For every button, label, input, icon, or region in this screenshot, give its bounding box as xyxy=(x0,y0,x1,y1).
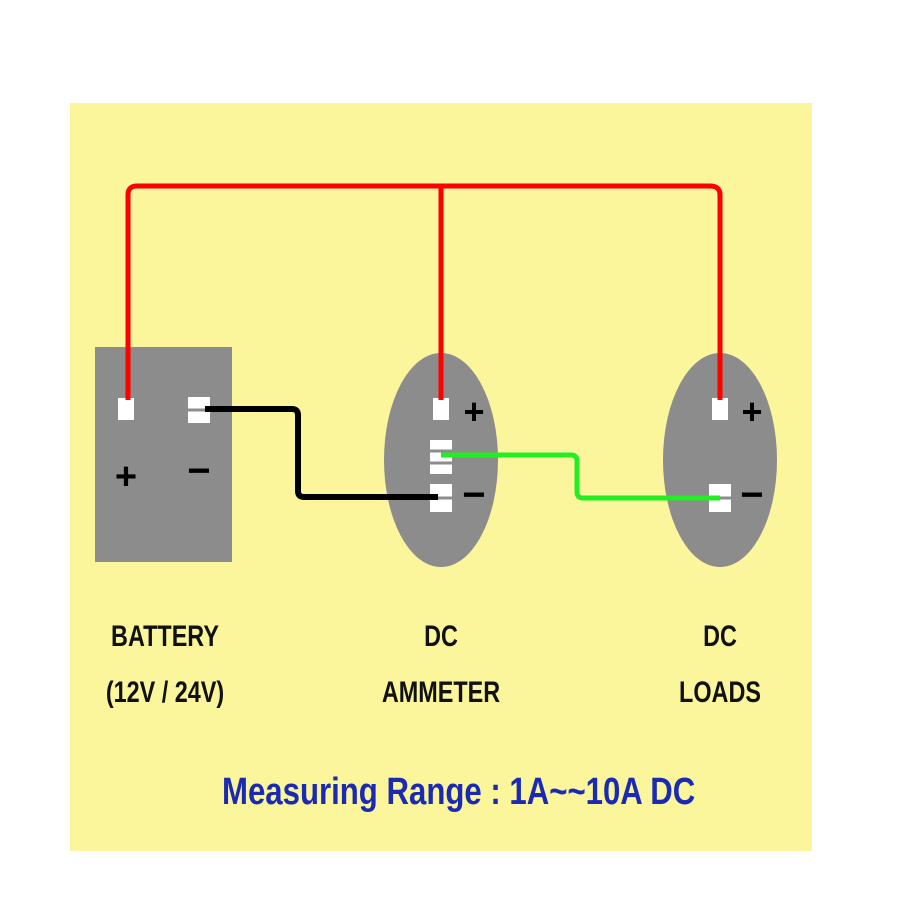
load-wire xyxy=(441,452,720,501)
ammeter-label-line1: DC xyxy=(424,620,458,653)
ammeter-label-line2: AMMETER xyxy=(381,676,501,709)
loads-label-line2: LOADS xyxy=(679,676,761,709)
loads-label: DC LOADS xyxy=(638,622,802,708)
positive-wire xyxy=(125,183,723,400)
battery-minus-mark: − xyxy=(187,449,210,493)
battery-plus-mark: + xyxy=(115,456,137,498)
battery-label-line1: BATTERY xyxy=(111,620,219,653)
measuring-range-text: Measuring Range : 1A~~10A DC xyxy=(222,771,696,813)
battery-body xyxy=(95,347,232,562)
loads-body xyxy=(663,353,777,567)
battery-label-line2: (12V / 24V) xyxy=(105,676,225,709)
loads-positive-terminal xyxy=(712,398,728,420)
loads-plus-mark: + xyxy=(741,391,762,432)
battery-positive-terminal xyxy=(118,398,134,420)
ammeter-minus-mark: − xyxy=(462,473,485,517)
loads-minus-mark: − xyxy=(740,473,763,517)
ammeter-positive-terminal xyxy=(433,398,449,420)
ammeter-plus-mark: + xyxy=(463,391,484,432)
ammeter-label: DC AMMETER xyxy=(359,622,523,708)
loads-label-line1: DC xyxy=(703,620,737,653)
battery-label: BATTERY (12V / 24V) xyxy=(83,622,247,708)
negative-wire xyxy=(205,406,438,500)
